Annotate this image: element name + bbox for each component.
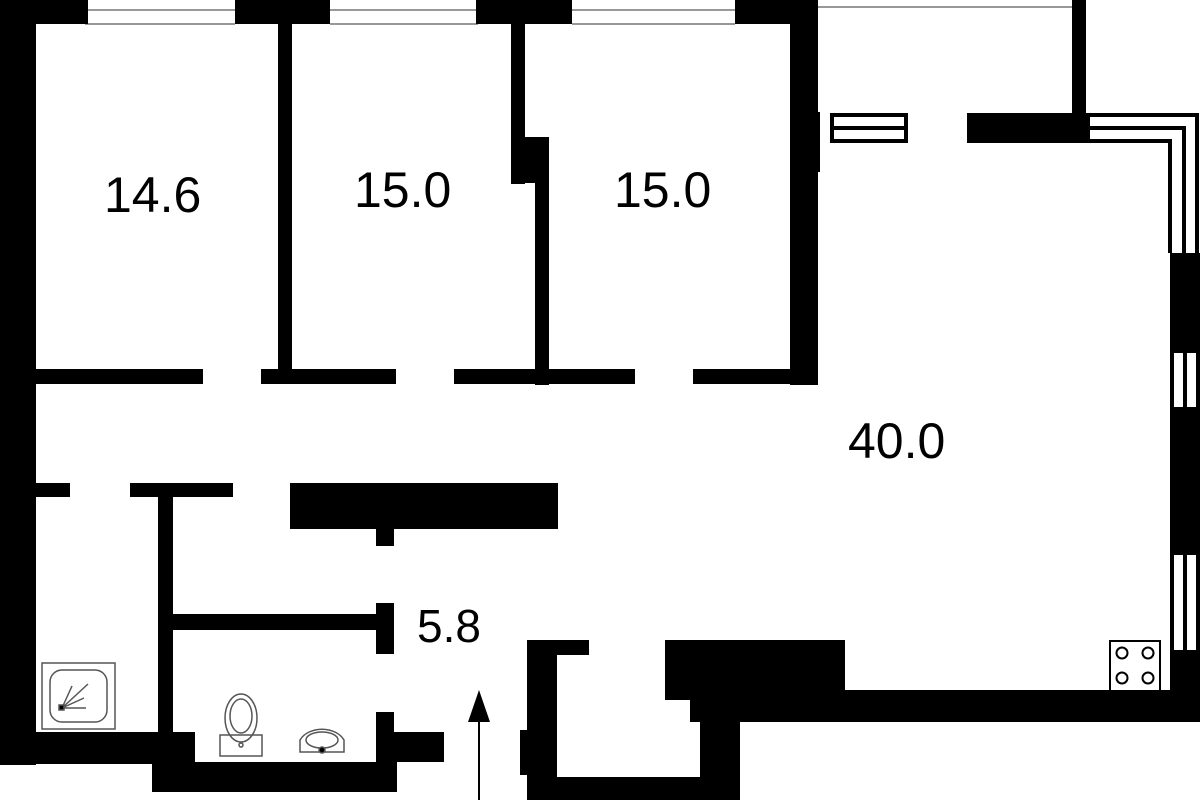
washbasin-icon xyxy=(299,728,345,754)
top-windows xyxy=(85,6,1075,25)
entrance-arrow-icon xyxy=(468,690,490,800)
right-windows xyxy=(1170,353,1200,650)
room-area-bedroom-2: 15.0 xyxy=(354,162,452,218)
room-area-bedroom-3: 15.0 xyxy=(614,162,712,218)
shower-icon xyxy=(41,662,116,730)
room-area-bedroom-1: 14.6 xyxy=(104,167,202,223)
cooktop-icon xyxy=(1109,640,1161,692)
room-area-bathroom: 5.8 xyxy=(417,600,481,652)
toilet-icon xyxy=(219,693,263,757)
balcony-window xyxy=(830,113,908,143)
room-area-living-kitchen: 40.0 xyxy=(848,413,946,469)
corner-window xyxy=(1090,113,1199,253)
